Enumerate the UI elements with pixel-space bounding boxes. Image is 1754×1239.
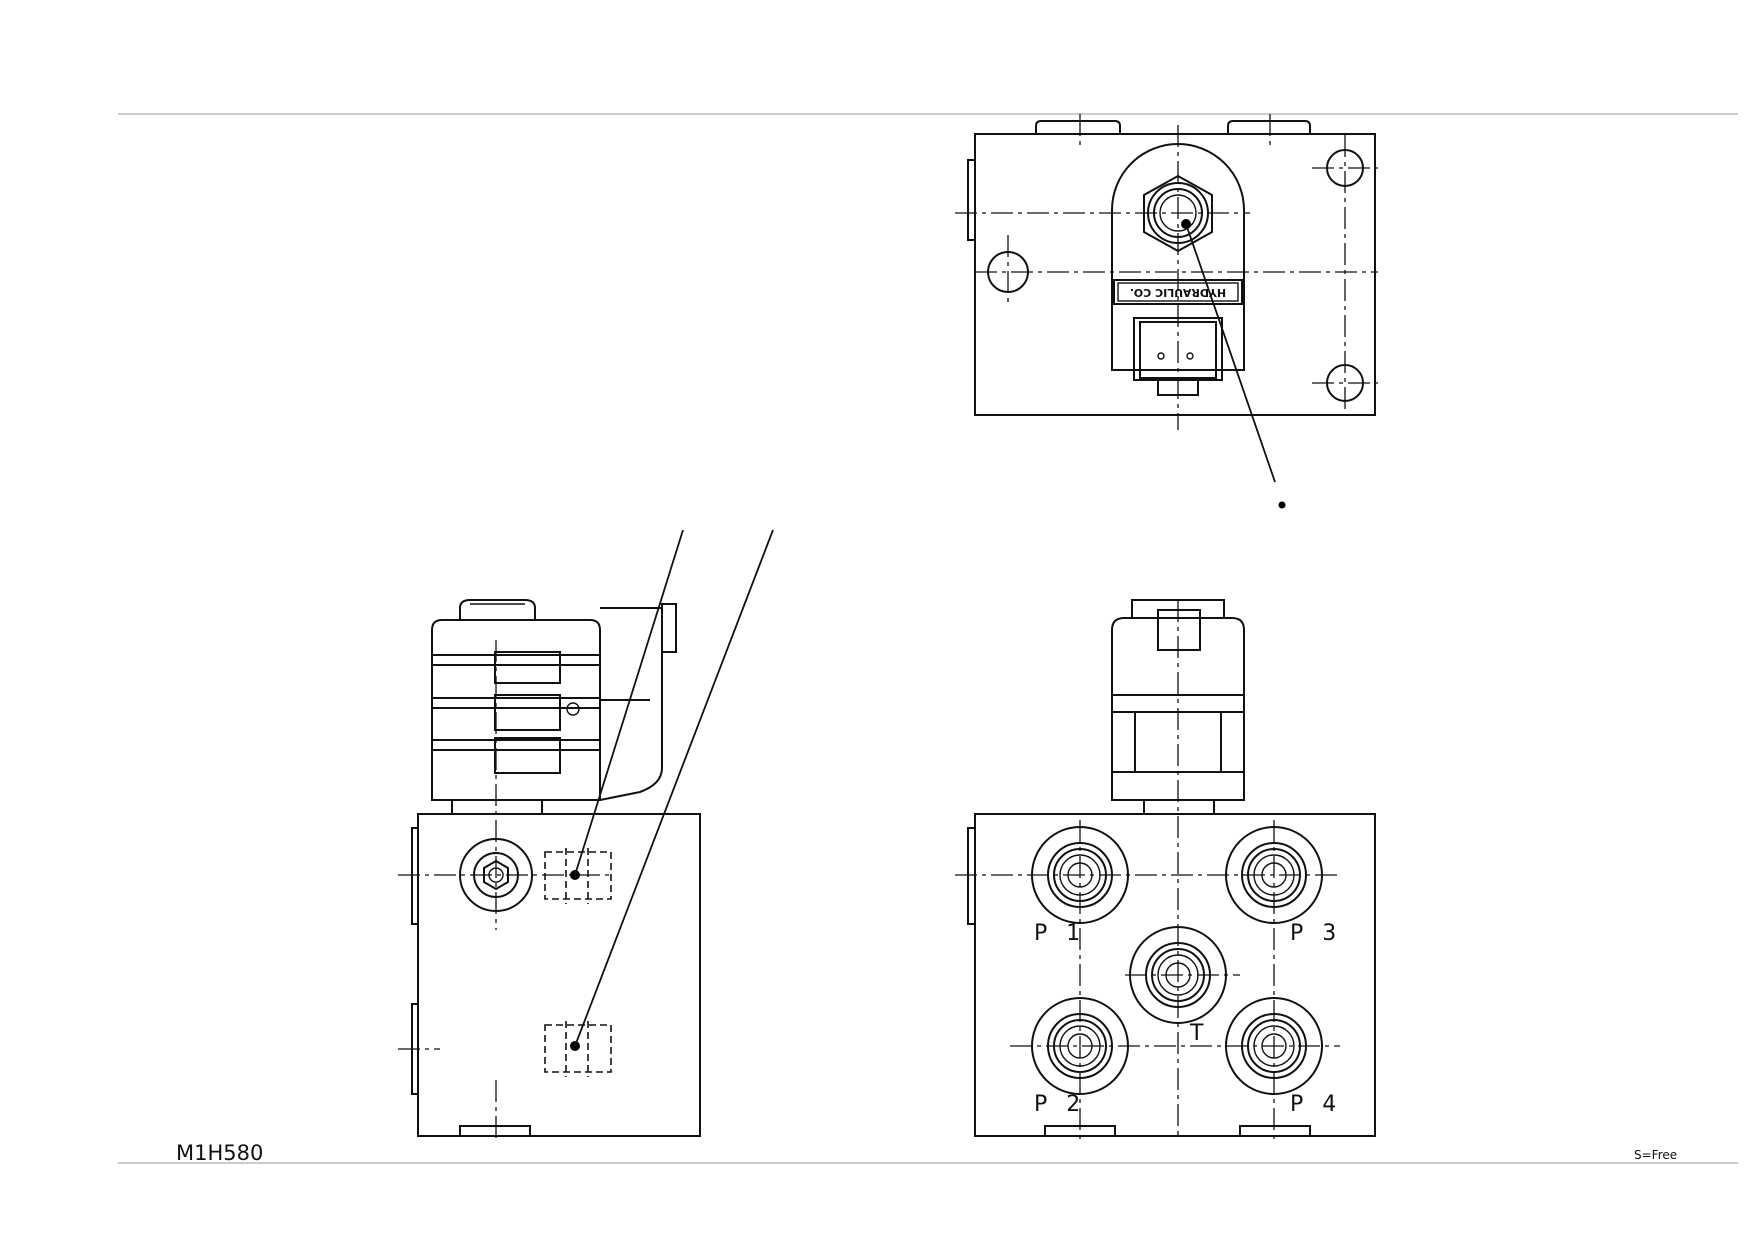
side-view-port-hex bbox=[483, 859, 509, 891]
side-view-coil-knob bbox=[459, 599, 536, 620]
side-view-coil-slot-2 bbox=[494, 694, 561, 731]
side-view-hidden-cavity-upper bbox=[544, 851, 612, 900]
side-view-block bbox=[417, 813, 701, 1137]
side-view-bottom-plug bbox=[459, 1125, 531, 1136]
port-P1 bbox=[1031, 826, 1129, 924]
port-label-P1: P 1 bbox=[1034, 921, 1086, 946]
side-view-coil-slot-1 bbox=[494, 651, 561, 684]
top-view-connector-inner bbox=[1139, 321, 1217, 379]
side-view-hidden-cavity-lower bbox=[544, 1024, 612, 1073]
top-view-nut-ring-mid bbox=[1153, 188, 1203, 238]
side-view-coil-mark bbox=[566, 702, 580, 716]
front-view-block bbox=[974, 813, 1376, 1137]
port-P3 bbox=[1225, 826, 1323, 924]
top-view-nut-hex bbox=[1143, 174, 1213, 253]
port-label-P3: P 3 bbox=[1290, 921, 1342, 946]
port-T bbox=[1129, 926, 1227, 1024]
top-view-boss-left bbox=[1035, 120, 1121, 134]
side-view-coil-body bbox=[431, 619, 601, 801]
top-view-boss-right bbox=[1227, 120, 1311, 134]
top-view-hole-left bbox=[987, 251, 1029, 293]
port-label-T: T bbox=[1189, 1021, 1209, 1046]
port-label-P2: P 2 bbox=[1034, 1092, 1086, 1117]
front-view-solenoid-window bbox=[1157, 609, 1201, 651]
top-view-connector-pin-left bbox=[1157, 352, 1165, 360]
front-view: P 1 P 3 T P 2 P 4 bbox=[955, 599, 1376, 1140]
side-view bbox=[398, 529, 774, 1140]
top-view-solenoid-housing bbox=[1111, 143, 1245, 371]
side-view-port-outer bbox=[459, 838, 533, 912]
side-view-connector bbox=[599, 607, 663, 801]
part-number: M1H580 bbox=[176, 1141, 263, 1165]
front-view-solenoid-base bbox=[1143, 799, 1215, 815]
top-view-block bbox=[974, 133, 1376, 416]
side-view-leader-line-lower bbox=[574, 529, 774, 1047]
top-view-hole-lower-right bbox=[1326, 364, 1364, 402]
top-view-hole-upper-right bbox=[1326, 149, 1364, 187]
port-P4 bbox=[1225, 997, 1323, 1095]
top-view: HYDRAULIC CO. bbox=[955, 114, 1378, 509]
front-view-solenoid-body bbox=[1111, 617, 1245, 801]
scale-note: S=Free bbox=[1634, 1148, 1677, 1162]
side-view-leader-line-upper bbox=[574, 529, 684, 876]
top-view-nameplate bbox=[1113, 279, 1243, 305]
top-view-side-bump bbox=[967, 159, 975, 241]
top-view-connector-pin-right bbox=[1186, 352, 1194, 360]
side-view-port-mid bbox=[473, 852, 519, 898]
top-view-leader-end-dot bbox=[1278, 501, 1286, 509]
top-view-leader-line bbox=[1185, 223, 1276, 483]
top-view-nut-ring-outer bbox=[1147, 182, 1209, 244]
port-P2 bbox=[1031, 997, 1129, 1095]
top-view-nut-ring-inner bbox=[1159, 194, 1197, 232]
top-view-nameplate-text: HYDRAULIC CO. bbox=[1130, 286, 1226, 299]
side-view-coil-slot-3 bbox=[494, 737, 561, 774]
side-view-connector-tab bbox=[661, 603, 677, 653]
front-view-bottom-plug-right bbox=[1239, 1125, 1311, 1136]
port-label-P4: P 4 bbox=[1290, 1092, 1342, 1117]
side-view-coil-base bbox=[451, 799, 543, 815]
top-view-connector-tab bbox=[1157, 379, 1199, 396]
side-view-bump-upper bbox=[411, 827, 418, 925]
